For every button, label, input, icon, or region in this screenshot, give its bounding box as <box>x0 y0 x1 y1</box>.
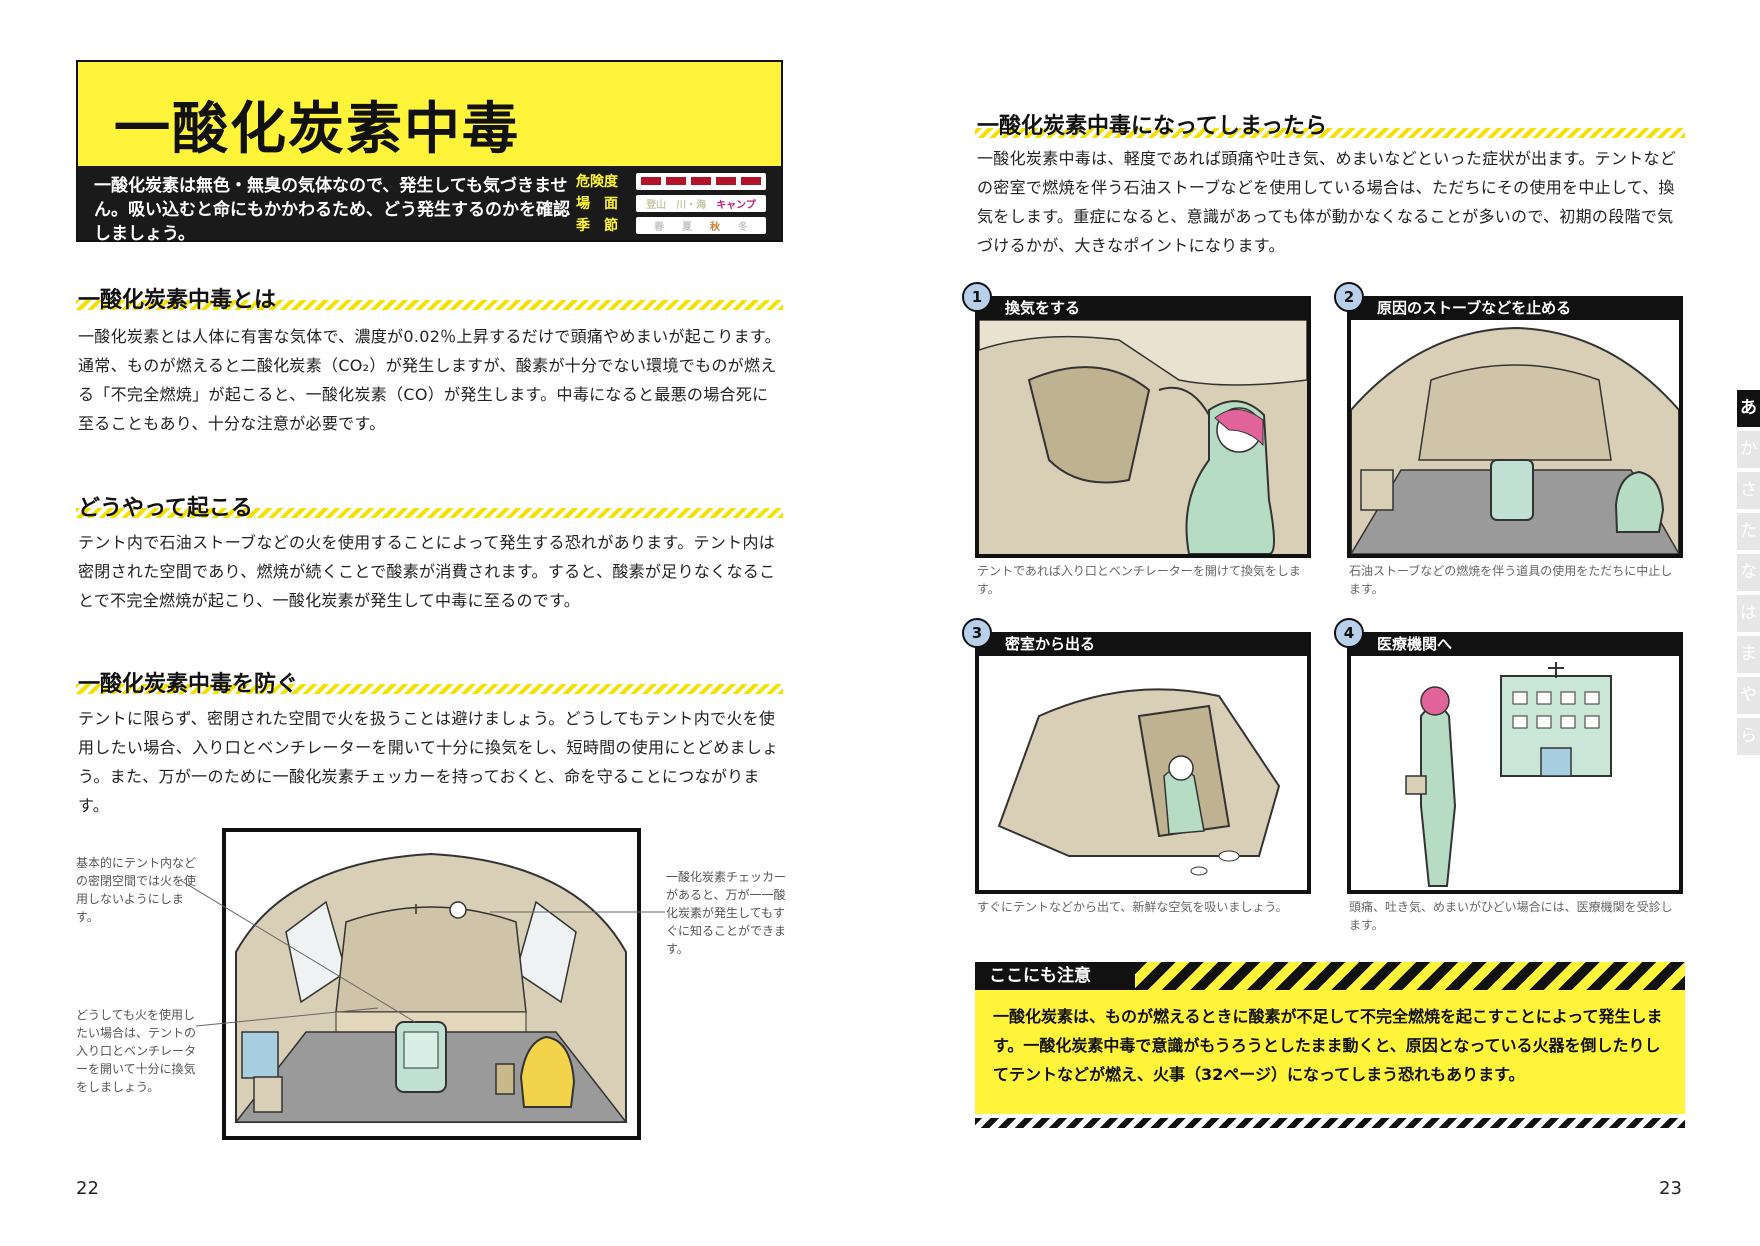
page-title: 一酸化炭素中毒 <box>114 97 520 162</box>
page-number-right: 23 <box>1659 1178 1682 1199</box>
section-body-how: テント内で石油ストーブなどの火を使用することによって発生する恐れがあります。テン… <box>78 533 776 610</box>
index-tab-label: さ <box>1740 480 1757 500</box>
index-tab-label: あ <box>1740 398 1757 418</box>
callout-left-top: 基本的にテント内などの密閉空間では火を使用しないようにします。 <box>76 856 197 924</box>
danger-meter <box>636 172 766 190</box>
right-heading: 一酸化炭素中毒になってしまったら <box>977 114 1328 139</box>
season-box: 春 夏 秋 冬 <box>636 216 766 234</box>
callout-right: 一酸化炭素チェッカーがあると、万が一一酸化炭素が発生してもすぐに知ることができま… <box>666 870 787 956</box>
season-item: 春 <box>654 221 664 233</box>
ventilate-drawing <box>978 319 1308 555</box>
caution-stripe-bottom <box>975 1118 1685 1128</box>
index-tab-label: た <box>1740 521 1757 541</box>
rating-panel: 危険度 場 面 登山 川・海 キャンプ 季 節 春 夏 <box>576 170 776 236</box>
danger-level-cell <box>691 177 711 185</box>
scene-row: 場 面 登山 川・海 キャンプ <box>576 192 776 214</box>
caution-box: ここにも注意 一酸化炭素は、ものが燃えるときに酸素が不足して不完全燃焼を起こすこ… <box>975 962 1685 1142</box>
step-title: 原因のストーブなどを止める <box>1377 299 1572 317</box>
index-tab-label: ま <box>1740 644 1757 664</box>
section-heading-how: どうやって起こる <box>78 496 253 521</box>
section-body-what: 一酸化炭素とは人体に有害な気体で、濃度が0.02％上昇するだけで頭痛やめまいが起… <box>78 327 781 433</box>
step-illustration-stop-stove <box>1347 320 1683 558</box>
heading-underline <box>76 508 783 518</box>
tent-interior-illustration <box>222 828 641 1140</box>
index-tab[interactable]: さ <box>1737 472 1760 509</box>
danger-level-cell <box>741 177 761 185</box>
index-tab-label: ら <box>1740 726 1757 746</box>
section-heading-what: 一酸化炭素中毒とは <box>78 288 277 313</box>
step-header: 医療機関へ <box>1347 632 1683 656</box>
callout-left-bottom: どうしても火を使用したい場合は、テントの入り口とベンチレーターを開いて十分に換気… <box>76 1008 197 1094</box>
index-tab[interactable]: は <box>1737 595 1760 632</box>
step-caption: 石油ストーブなどの燃焼を伴う道具の使用をただちに中止します。 <box>1349 564 1673 596</box>
season-item-active: 秋 <box>710 221 720 233</box>
scene-item: 川・海 <box>676 199 707 211</box>
index-tab[interactable]: あ <box>1737 390 1760 427</box>
danger-level-cell <box>716 177 736 185</box>
index-tab-label: は <box>1740 603 1757 623</box>
intro-bar: 一酸化炭素は無色・無臭の気体なので、発生しても気づきません。吸い込むと命にもかか… <box>78 166 781 244</box>
step-number-badge: 3 <box>962 618 992 648</box>
index-tab[interactable]: か <box>1737 431 1760 468</box>
tent-interior-drawing <box>226 832 637 1136</box>
left-page: 一酸化炭素中毒 一酸化炭素は無色・無臭の気体なので、発生しても気づきません。吸い… <box>76 60 787 1199</box>
season-row: 季 節 春 夏 秋 冬 <box>576 214 776 236</box>
section-heading-prevent: 一酸化炭素中毒を防ぐ <box>78 672 299 697</box>
season-item: 冬 <box>738 221 748 233</box>
danger-row: 危険度 <box>576 170 776 192</box>
step-title: 密室から出る <box>1005 635 1096 653</box>
callout-leaders <box>179 879 665 1027</box>
step-header: 原因のストーブなどを止める <box>1347 296 1683 320</box>
step-number-badge: 2 <box>1334 282 1364 312</box>
page-number-left: 22 <box>76 1178 99 1199</box>
index-tab-label: な <box>1740 562 1757 582</box>
heading-underline <box>76 300 783 310</box>
step-illustration-ventilate <box>975 319 1311 558</box>
heading-underline <box>76 684 783 694</box>
step-title: 医療機関へ <box>1377 635 1453 653</box>
danger-label: 危険度 <box>576 174 618 190</box>
scene-item: 登山 <box>646 199 667 211</box>
step-caption: テントであれば入り口とベンチレーターを開けて換気をします。 <box>977 564 1301 596</box>
danger-level-cell <box>641 177 661 185</box>
caution-text: 一酸化炭素は、ものが燃えるときに酸素が不足して不完全燃焼を起こすことによって発生… <box>993 1007 1663 1084</box>
caution-stripe <box>1135 962 1685 990</box>
right-body: 一酸化炭素中毒は、軽度であれば頭痛や吐き気、めまいなどといった症状が出ます。テン… <box>977 149 1677 255</box>
step-title: 換気をする <box>1005 299 1081 317</box>
step-header: 密室から出る <box>975 632 1311 656</box>
stop-stove-drawing <box>1349 320 1681 555</box>
step-number-badge: 1 <box>962 282 992 312</box>
season-item: 夏 <box>682 221 692 233</box>
index-tab[interactable]: な <box>1737 554 1760 591</box>
index-tab[interactable]: や <box>1737 677 1760 714</box>
index-tab[interactable]: た <box>1737 513 1760 550</box>
exit-drawing <box>979 656 1307 890</box>
caution-title: ここにも注意 <box>975 962 1135 990</box>
danger-level-cell <box>666 177 686 185</box>
step-caption: すぐにテントなどから出て、新鮮な空気を吸いましょう。 <box>977 900 1288 914</box>
step-caption: 頭痛、吐き気、めまいがひどい場合には、医療機関を受診します。 <box>1349 900 1673 932</box>
index-tab-label: か <box>1740 439 1757 459</box>
section-body-prevent: テントに限らず、密閉された空間で火を扱うことは避けましょう。どうしてもテント内で… <box>78 709 779 815</box>
scene-label: 場 面 <box>576 196 618 212</box>
index-tab[interactable]: ま <box>1737 636 1760 673</box>
season-label: 季 節 <box>576 218 618 234</box>
step-illustration-exit <box>975 656 1311 894</box>
scene-box: 登山 川・海 キャンプ <box>636 194 766 212</box>
step-number-badge: 4 <box>1334 618 1364 648</box>
index-tab[interactable]: ら <box>1737 718 1760 755</box>
hospital-drawing <box>1351 656 1679 890</box>
index-tab-label: や <box>1740 685 1757 705</box>
intro-text: 一酸化炭素は無色・無臭の気体なので、発生しても気づきません。吸い込むと命にもかか… <box>94 176 570 244</box>
caution-body-box: 一酸化炭素は、ものが燃えるときに酸素が不足して不完全燃焼を起こすことによって発生… <box>975 990 1685 1114</box>
step-header: 換気をする <box>975 296 1311 320</box>
scene-item-active: キャンプ <box>716 199 756 211</box>
heading-underline <box>975 128 1685 138</box>
title-box: 一酸化炭素中毒 一酸化炭素は無色・無臭の気体なので、発生しても気づきません。吸い… <box>76 60 783 244</box>
step-illustration-hospital <box>1347 656 1683 894</box>
